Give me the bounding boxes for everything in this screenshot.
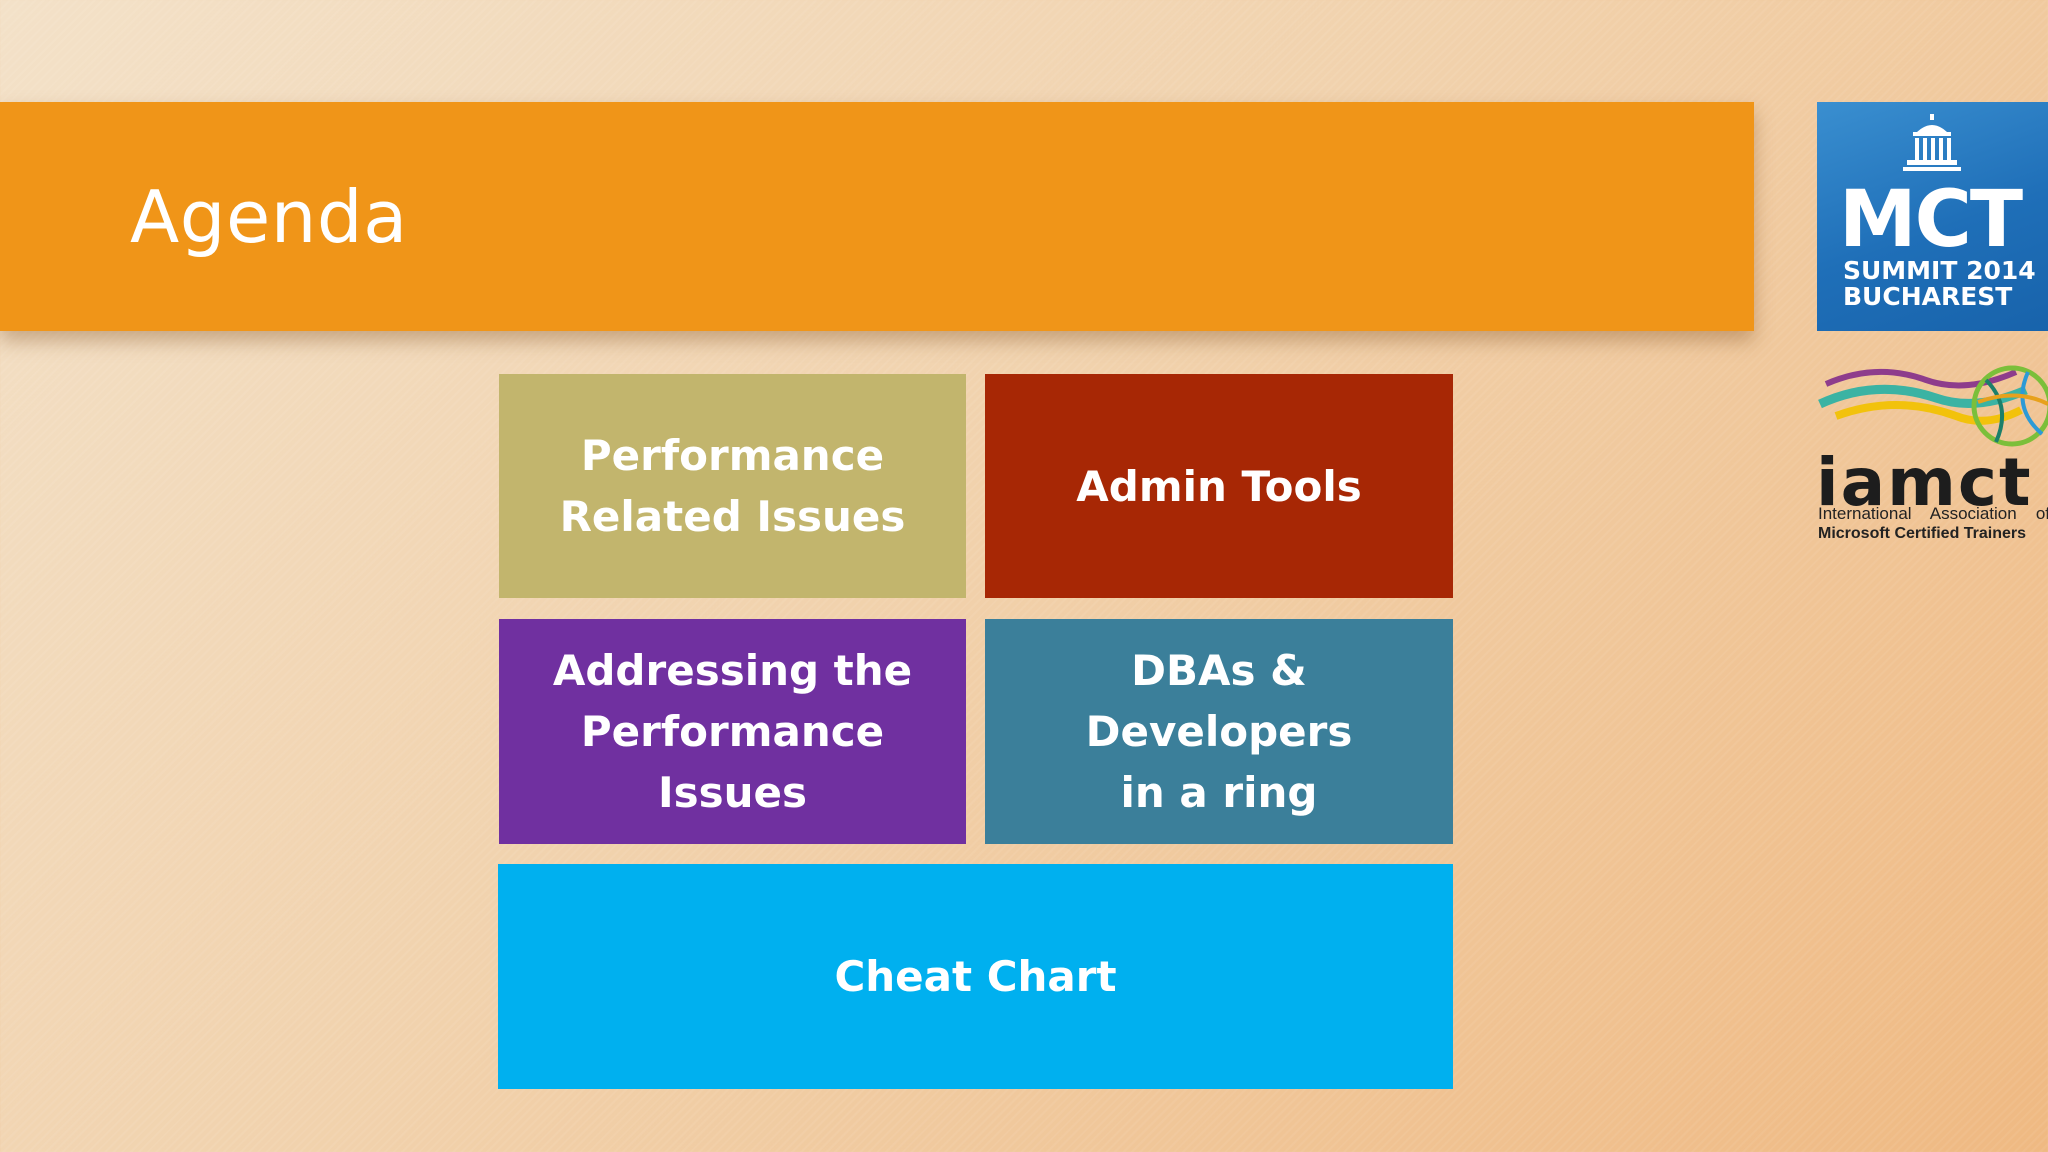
tile-label-line-1: Cheat Chart: [834, 952, 1117, 1001]
swoosh-globe-icon: [1818, 365, 2048, 447]
tile-label-line-2: Performance Issues: [580, 707, 885, 817]
iamct-logo: iamct International Association of Micro…: [1816, 354, 2048, 554]
tile-label-line-1: Performance: [580, 431, 885, 480]
agenda-tile-addressing-performance-issues[interactable]: Addressing the Performance Issues: [499, 619, 966, 844]
agenda-tile-cheat-chart[interactable]: Cheat Chart: [498, 864, 1453, 1089]
tile-label: Admin Tools: [1076, 456, 1361, 517]
tile-label: DBAs & Developers in a ring: [1003, 640, 1435, 823]
mct-summit-logo: MCT SUMMIT 2014 BUCHAREST: [1817, 102, 2048, 331]
agenda-tile-performance-related-issues[interactable]: Performance Related Issues: [499, 374, 966, 598]
title-bar: Agenda: [0, 102, 1754, 331]
agenda-tile-dbas-developers-ring[interactable]: DBAs & Developers in a ring: [985, 619, 1453, 844]
iamct-logo-subtitle-2: Microsoft Certified Trainers: [1818, 525, 2027, 542]
tile-label-line-2: in a ring: [1120, 768, 1318, 817]
iamct-logo-title: iamct: [1816, 444, 2033, 521]
tile-label: Performance Related Issues: [560, 425, 906, 547]
tile-label: Cheat Chart: [834, 946, 1116, 1007]
agenda-tile-admin-tools[interactable]: Admin Tools: [985, 374, 1453, 598]
slide-title: Agenda: [130, 174, 408, 259]
tile-label: Addressing the Performance Issues: [517, 640, 948, 823]
mct-logo-title: MCT: [1839, 175, 2023, 265]
tile-label-line-1: Addressing the: [552, 646, 913, 695]
tile-label-line-1: DBAs & Developers: [1085, 646, 1353, 756]
tile-label-line-1: Admin Tools: [1076, 461, 1362, 511]
tile-label-line-2: Related Issues: [559, 492, 906, 541]
iamct-logo-subtitle-1: International Association of: [1818, 504, 2048, 523]
mct-logo-city: BUCHAREST: [1843, 282, 2013, 311]
mct-logo-summit: SUMMIT 2014: [1843, 256, 2036, 285]
building-icon: [1903, 114, 1961, 171]
